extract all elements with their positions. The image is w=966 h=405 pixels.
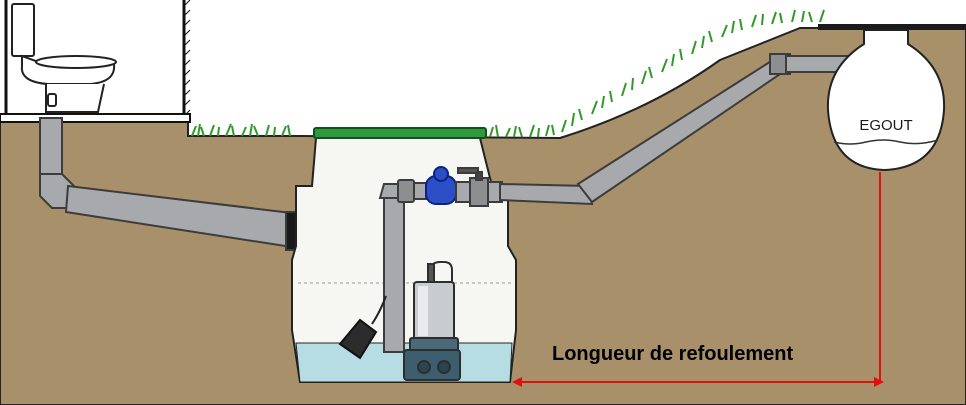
- float-switch-icon: [338, 295, 387, 360]
- sewer-water: [833, 139, 939, 145]
- grass: [191, 9, 825, 138]
- discharge-pipe: [499, 53, 885, 206]
- toilet-icon: [11, 3, 117, 113]
- tank-lid: [313, 127, 487, 139]
- sewer-manhole-icon: EGOUT: [826, 29, 946, 172]
- discharge-riser: [378, 179, 427, 353]
- sewer-pipe: [826, 29, 946, 172]
- floor-slab: [0, 113, 191, 123]
- house: [0, 0, 191, 123]
- sewer-label: EGOUT: [859, 117, 912, 134]
- road-surface: [818, 24, 966, 30]
- discharge-length-measure: [512, 172, 884, 387]
- discharge-length-label: Longueur de refoulement: [552, 343, 793, 365]
- wall-hatching: [183, 0, 191, 117]
- submersible-pump-icon: [403, 261, 461, 381]
- check-valve-icon: [425, 166, 457, 205]
- gate-valve-icon: [455, 167, 503, 207]
